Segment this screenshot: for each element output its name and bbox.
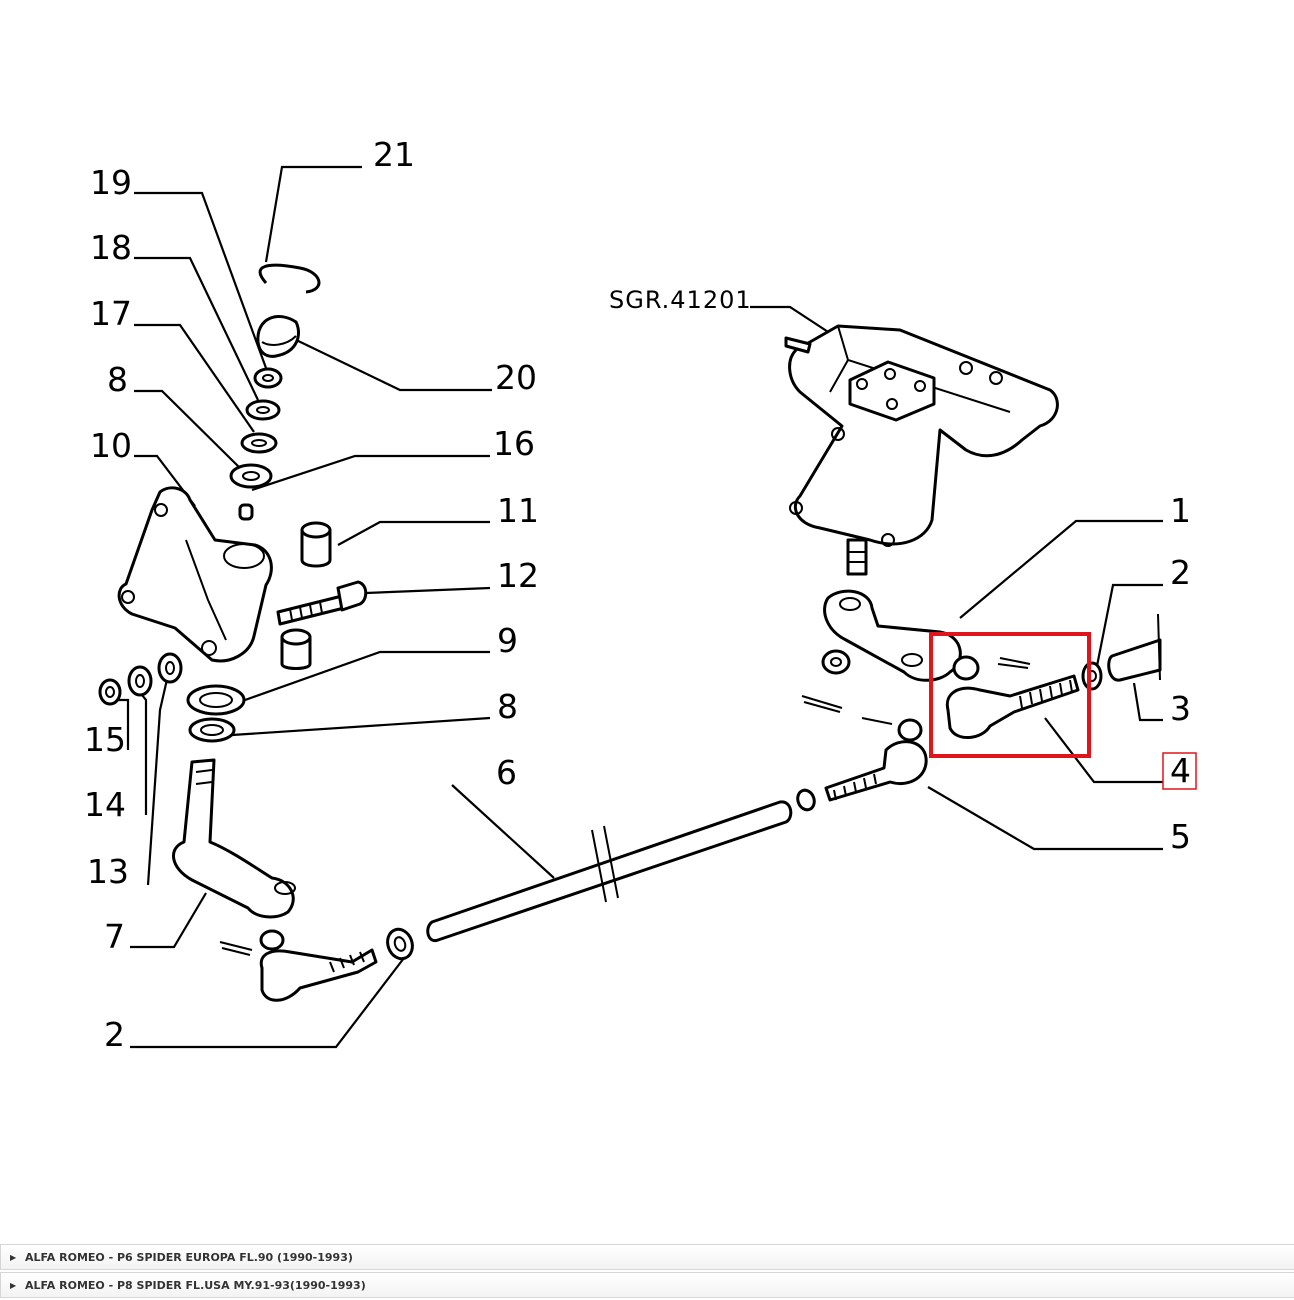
nut-left-rod	[386, 927, 414, 961]
tie-rod-end-2-left	[259, 929, 378, 1002]
model-label: ALFA ROMEO - P8 SPIDER FL.USA MY.91-93(1…	[25, 1278, 366, 1292]
nut-right-rod	[796, 788, 816, 812]
nut-15	[98, 678, 122, 706]
callout-4: 4	[1170, 751, 1191, 790]
callout-8-bottom: 8	[497, 687, 518, 726]
washer-8-bottom	[188, 717, 236, 743]
callout-labels: 21 19 18 17 8 10 20 16 11 12 9 8 15 14 1…	[84, 135, 1191, 1054]
idler-arm-7	[172, 758, 296, 919]
parts-diagram: 21 19 18 17 8 10 20 16 11 12 9 8 15 14 1…	[84, 135, 1197, 1054]
washer-9	[186, 684, 246, 716]
snap-ring-21	[258, 263, 321, 294]
tie-rod-6	[426, 800, 793, 943]
callout-8-top: 8	[107, 360, 128, 399]
pitman-arm-1	[823, 589, 962, 682]
model-row-p8-spider-usa[interactable]: ▶ ALFA ROMEO - P8 SPIDER FL.USA MY.91-93…	[0, 1272, 1294, 1298]
bushing-11	[300, 521, 332, 568]
model-row-p6-spider-europa[interactable]: ▶ ALFA ROMEO - P6 SPIDER EUROPA FL.90 (1…	[0, 1244, 1294, 1270]
leader-lines	[110, 165, 1163, 1049]
callout-4-box	[1162, 752, 1197, 790]
callout-12: 12	[497, 556, 539, 595]
callout-5: 5	[1170, 817, 1191, 856]
callout-6: 6	[496, 753, 517, 792]
washer-18	[245, 399, 281, 421]
reference-code: SGR.41201	[609, 286, 752, 314]
washer-8-top	[229, 463, 273, 489]
adjusting-sleeve-3	[1107, 613, 1162, 682]
expand-arrow-icon: ▶	[10, 1252, 17, 1262]
tie-rod-end-5	[824, 718, 928, 802]
callout-20: 20	[495, 358, 537, 397]
cotter-pins-right	[801, 657, 1031, 725]
cotter-pin-left	[219, 941, 253, 956]
callout-7: 7	[104, 917, 125, 956]
grease-nipple-16	[238, 503, 254, 521]
callout-3: 3	[1170, 689, 1191, 728]
nut-2-right	[1081, 661, 1103, 691]
callout-2-left: 2	[104, 1015, 125, 1054]
model-list: ▶ ALFA ROMEO - P6 SPIDER EUROPA FL.90 (1…	[0, 1244, 1294, 1300]
expand-arrow-icon: ▶	[10, 1280, 17, 1290]
callout-21: 21	[373, 135, 415, 174]
washer-13	[157, 652, 183, 684]
bracket-10	[117, 486, 273, 663]
washer-14	[127, 665, 153, 697]
dust-cap-20	[256, 315, 300, 358]
bushing-lower	[280, 628, 312, 670]
highlight-box	[929, 632, 1091, 758]
callout-1: 1	[1170, 491, 1191, 530]
callout-15: 15	[84, 720, 126, 759]
callout-17: 17	[90, 294, 132, 333]
model-label: ALFA ROMEO - P6 SPIDER EUROPA FL.90 (199…	[25, 1250, 353, 1264]
callout-10: 10	[90, 426, 132, 465]
callout-13: 13	[87, 852, 129, 891]
nut-19	[253, 367, 283, 389]
callout-14: 14	[84, 785, 126, 824]
bolt-12	[276, 580, 368, 626]
callout-19: 19	[90, 163, 132, 202]
tie-rod-end-4	[945, 655, 1080, 739]
callout-18: 18	[90, 228, 132, 267]
washer-17	[240, 432, 278, 454]
steering-box	[784, 324, 1059, 576]
callout-16: 16	[493, 424, 535, 463]
callout-2-right: 2	[1170, 553, 1191, 592]
callout-9: 9	[497, 621, 518, 660]
callout-11: 11	[497, 491, 539, 530]
nut-pitman	[821, 649, 851, 675]
